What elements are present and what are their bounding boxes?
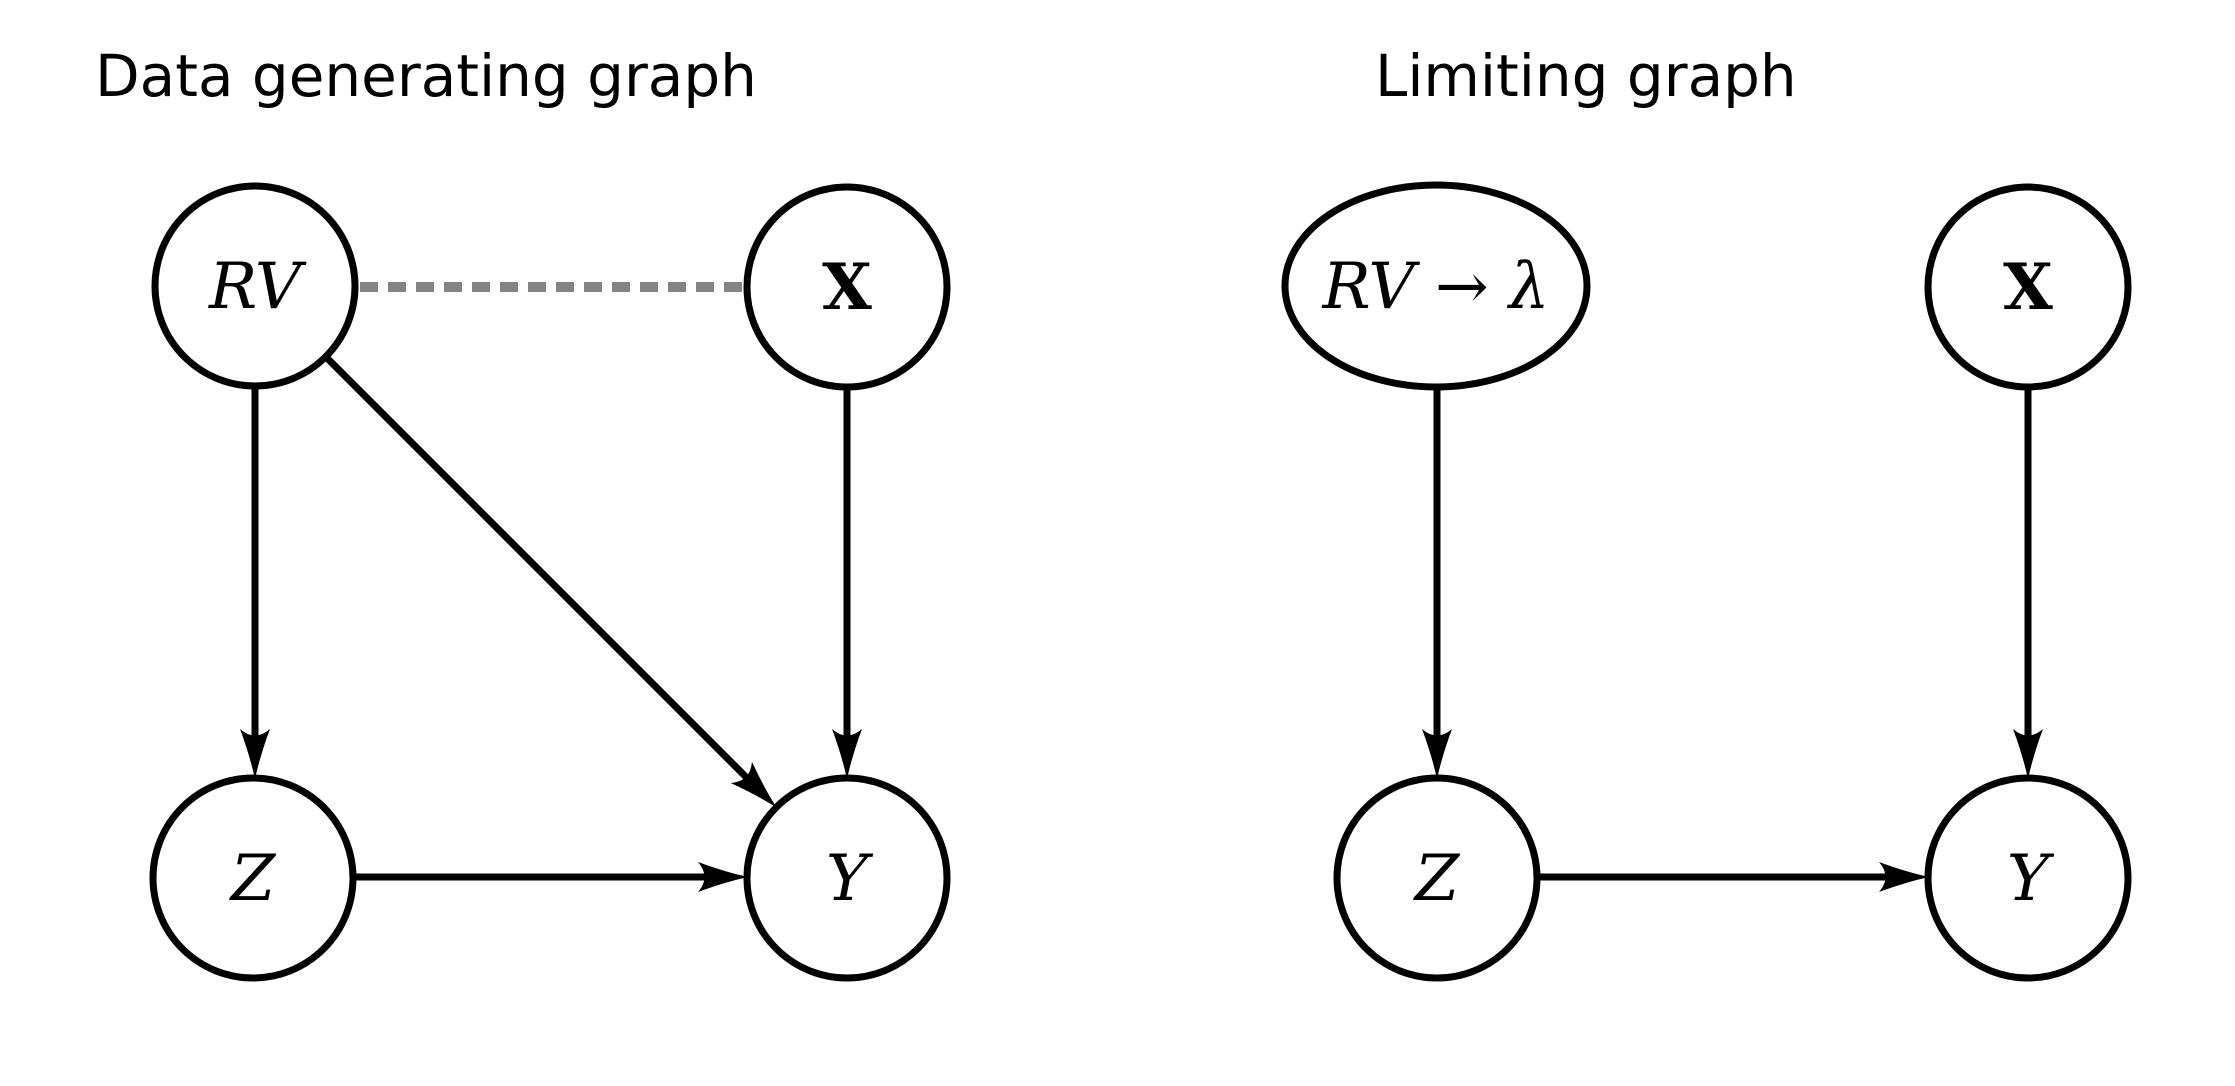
panel-title-data-generating: Data generating graph <box>95 42 757 110</box>
panel-limiting: Limiting graph RV → λ X Z Y <box>1281 42 2132 982</box>
node-y-label-right: Y <box>2007 842 2055 916</box>
node-x-label-right: X <box>2003 250 2053 325</box>
node-rv-label: RV <box>208 250 307 324</box>
node-z-label-right: Z <box>1413 842 1461 916</box>
panel-title-limiting: Limiting graph <box>1375 42 1797 110</box>
node-x-circle-right <box>1924 183 2132 391</box>
panel-data-generating: Data generating graph RV X Z Y <box>95 42 951 982</box>
node-rv-lambda-ellipse <box>1281 181 1591 391</box>
node-y-circle-left <box>743 774 951 982</box>
node-rv-lambda-label: RV → λ <box>1322 250 1550 324</box>
edge-rv-y-arrow <box>323 354 777 808</box>
node-x-label-left: X <box>822 250 872 325</box>
node-x-circle-left <box>743 183 951 391</box>
node-z-label-left: Z <box>229 842 277 916</box>
node-y-label-left: Y <box>826 842 874 916</box>
node-rv-circle <box>151 182 359 390</box>
node-z-circle-right <box>1333 774 1541 982</box>
node-z-circle-left <box>149 774 357 982</box>
node-y-circle-right <box>1924 774 2132 982</box>
